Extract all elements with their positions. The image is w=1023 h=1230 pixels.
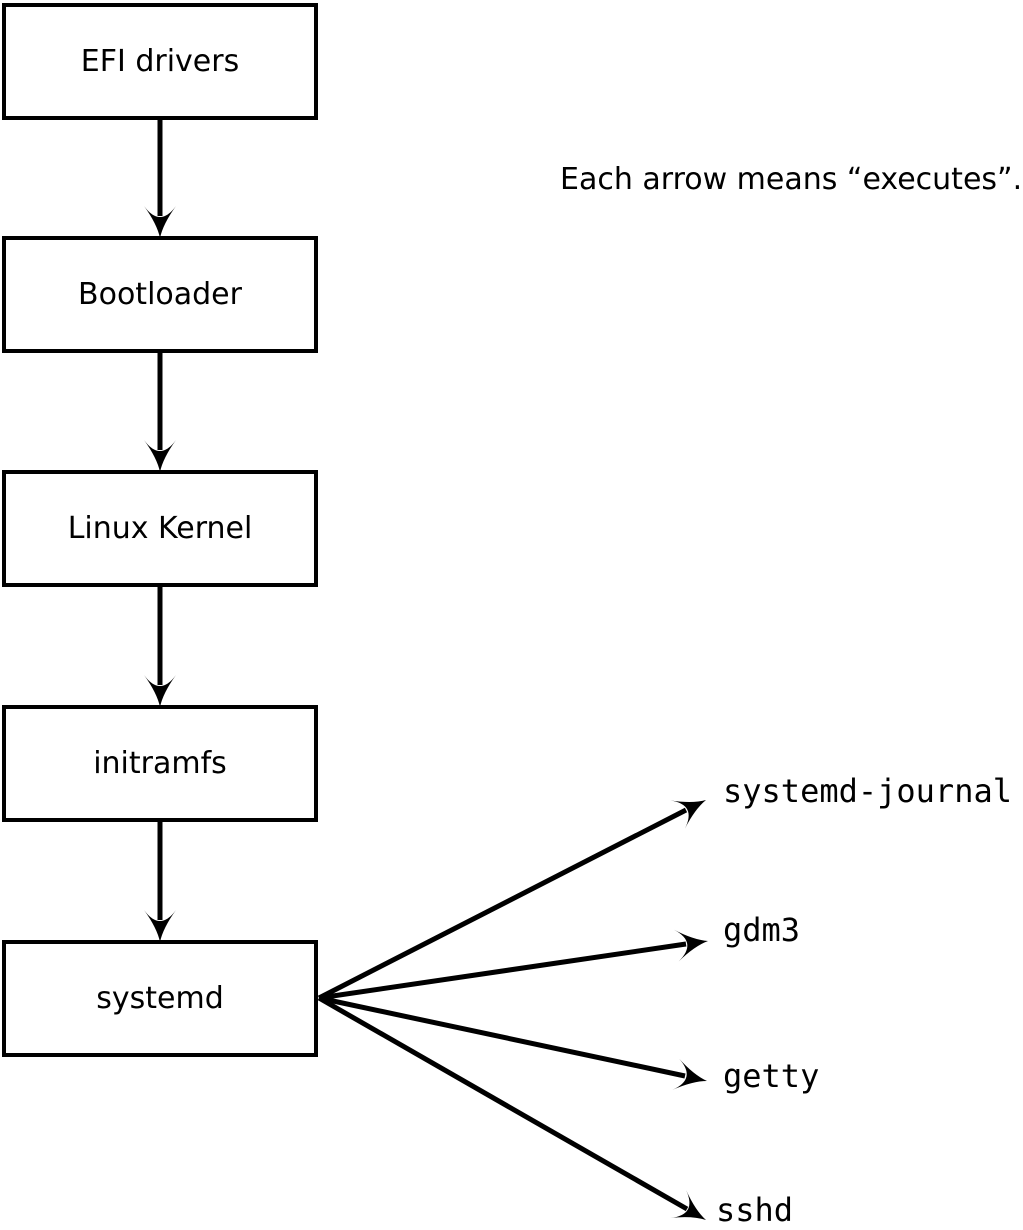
node-bootloader-label: Bootloader bbox=[78, 276, 242, 312]
spawned-process-getty: getty bbox=[723, 1057, 820, 1095]
node-linux-kernel-label: Linux Kernel bbox=[67, 510, 253, 546]
arrow-shaft bbox=[317, 807, 688, 1001]
spawned-process-gdm3: gdm3 bbox=[723, 911, 801, 949]
arrow-efi-to-bootloader bbox=[144, 119, 176, 238]
node-linux-kernel: Linux Kernel bbox=[2, 470, 318, 587]
arrow-head-icon bbox=[672, 1058, 711, 1097]
node-efi-drivers-label: EFI drivers bbox=[80, 43, 240, 79]
arrow-shaft bbox=[318, 941, 687, 1001]
arrow-head-icon bbox=[670, 1190, 714, 1230]
node-initramfs-label: initramfs bbox=[93, 745, 227, 781]
node-efi-drivers: EFI drivers bbox=[2, 3, 318, 120]
arrow-bootloader-to-kernel bbox=[144, 353, 176, 472]
arrow-systemd-to-gdm3 bbox=[318, 925, 711, 1001]
node-systemd-label: systemd bbox=[96, 980, 224, 1016]
arrow-legend-note: Each arrow means “executes”. bbox=[560, 162, 1023, 197]
arrow-head-icon bbox=[670, 785, 714, 829]
node-systemd: systemd bbox=[2, 940, 318, 1057]
arrow-systemd-to-sshd bbox=[317, 995, 714, 1230]
spawned-process-sshd: sshd bbox=[716, 1191, 794, 1229]
arrow-shaft bbox=[318, 995, 686, 1079]
arrow-initramfs-to-systemd bbox=[144, 822, 176, 942]
spawned-process-systemd-journal: systemd-journal bbox=[723, 772, 1012, 810]
arrow-shaft bbox=[317, 995, 689, 1212]
arrow-systemd-to-getty bbox=[318, 995, 711, 1097]
arrow-systemd-to-journal bbox=[317, 785, 714, 1001]
node-bootloader: Bootloader bbox=[2, 236, 318, 353]
node-initramfs: initramfs bbox=[2, 705, 318, 822]
arrow-kernel-to-initramfs bbox=[144, 587, 176, 707]
